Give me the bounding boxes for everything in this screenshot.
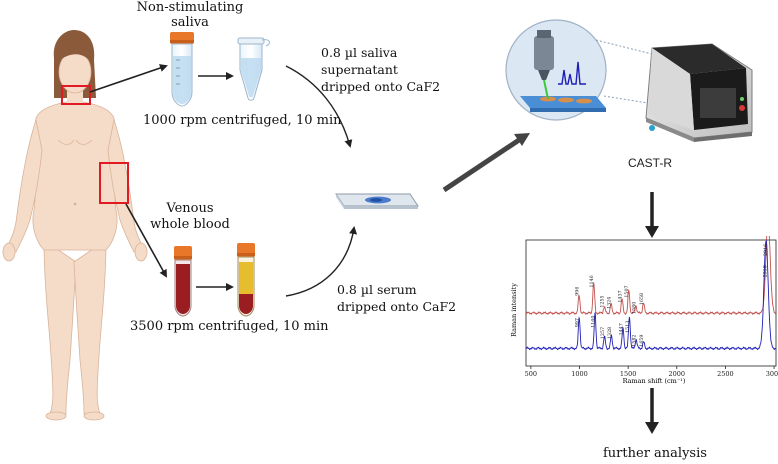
blood-title-line-2: whole blood	[150, 217, 230, 232]
x-axis-label: Raman shift (cm⁻¹)	[623, 377, 686, 385]
saliva-title-line-1: Non-stimulating	[136, 0, 244, 15]
saliva-drip-line-3: dripped onto CaF2	[321, 79, 441, 94]
peak-label: 2918	[763, 265, 769, 277]
serum-separated-tube	[237, 243, 255, 317]
peak-label: 996	[574, 287, 580, 296]
x-tick-label: 2000	[669, 370, 686, 378]
arm-highlight-box	[99, 162, 129, 204]
y-axis-label: Raman intensity	[510, 283, 518, 337]
peak-label: 1146	[589, 275, 595, 287]
saliva-title: Non-stimulating saliva	[130, 0, 250, 30]
x-tick-label: 500	[525, 370, 537, 378]
mouth-highlight-box	[61, 85, 91, 105]
serum-drip-label: 0.8 µl serum dripped onto CaF2	[337, 281, 456, 315]
peak-label: 1513	[625, 321, 631, 333]
arrow-arm-to-blood-tube	[125, 203, 167, 278]
peak-label: 1328	[607, 327, 613, 339]
further-analysis-label: further analysis	[603, 446, 707, 461]
serum-drip-line-1: 0.8 µl serum	[337, 282, 417, 297]
peak-label: 1507	[624, 285, 630, 297]
arrow-mouth-to-saliva-tube	[89, 64, 168, 93]
peak-label: 1160	[591, 316, 597, 328]
peak-label: 1447	[619, 323, 625, 335]
saliva-drip-line-1: 0.8 µl saliva	[321, 45, 398, 60]
caf2-slide	[335, 193, 419, 209]
x-tick-label: 1500	[620, 370, 637, 378]
serum-drip-line-2: dripped onto CaF2	[337, 299, 457, 314]
x-tick-label: 1000	[571, 370, 588, 378]
microscope-inset	[505, 19, 607, 121]
peak-label: 1659	[639, 335, 645, 347]
raman-instrument-illustration	[505, 19, 753, 142]
peak-label: 1324	[606, 297, 612, 309]
human-figure	[2, 30, 148, 421]
arrow-slide-to-instrument	[442, 135, 524, 193]
saliva-drip-line-2: supernatant	[321, 62, 398, 77]
saliva-centrifuge-label: 1000 rpm centrifuged, 10 min	[143, 113, 342, 128]
blood-title: Venous whole blood	[140, 201, 240, 233]
x-tick-label: 3000	[766, 370, 778, 378]
saliva-eppendorf-tube	[237, 37, 270, 101]
peak-label: 2916	[763, 244, 769, 256]
saliva-drip-label: 0.8 µl saliva supernatant dripped onto C…	[321, 44, 440, 95]
plot-frame	[525, 239, 777, 367]
x-tick-label: 2500	[717, 370, 734, 378]
saliva-title-line-2: saliva	[171, 15, 209, 30]
saliva-collection-tube	[170, 32, 194, 107]
peak-label: 1582	[632, 335, 638, 347]
peak-label: 1257	[600, 327, 606, 339]
peak-label: 1255	[600, 295, 606, 307]
spectrum-series-1	[525, 236, 777, 316]
peak-label: 1580	[631, 302, 637, 314]
blood-title-line-1: Venous	[166, 201, 214, 216]
spectrum-series-2	[525, 239, 776, 351]
blood-collection-tube	[174, 246, 192, 317]
arrow-serum-to-slide	[285, 226, 358, 297]
peak-label: 997	[575, 318, 581, 327]
blood-centrifuge-label: 3500 rpm centrifuged, 10 min	[130, 319, 329, 334]
instrument-name: CAST-R	[628, 156, 673, 170]
arrow-saliva-to-slide	[285, 65, 353, 148]
peak-label: 1658	[639, 293, 645, 305]
peak-label: 1437	[618, 290, 624, 302]
raman-spectrum-chart: 500 1000 1500 2000 2500 3000 2916 2918 996 1146 1…	[510, 236, 778, 385]
